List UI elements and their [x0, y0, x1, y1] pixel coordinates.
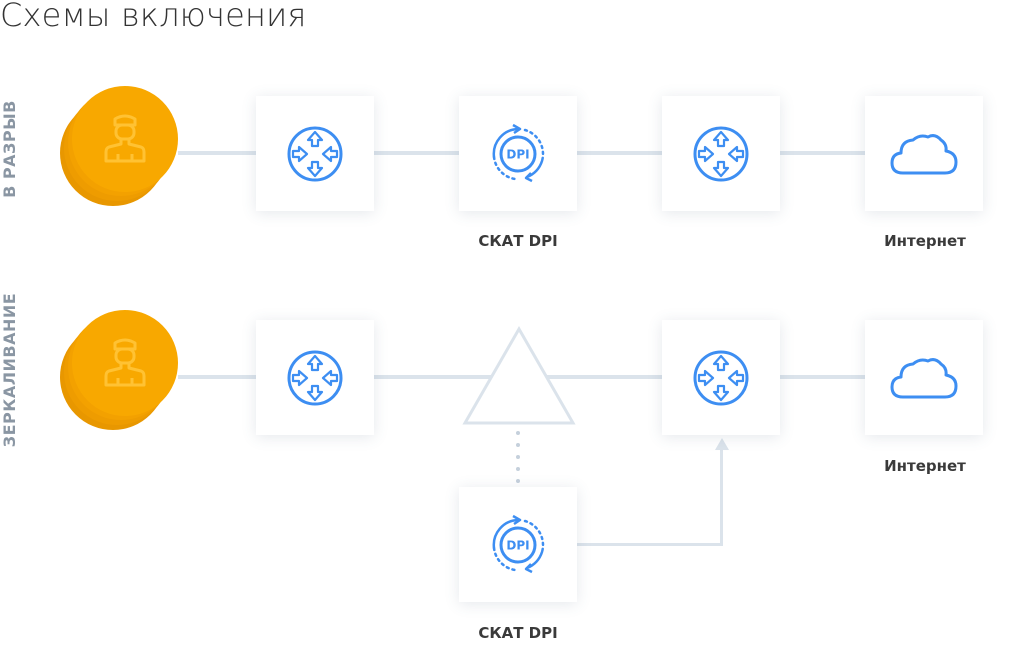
link-return-up-2	[720, 446, 723, 546]
router-icon	[287, 126, 343, 181]
internet-node-1	[865, 96, 983, 211]
user-node-1	[60, 86, 180, 206]
internet-caption-2: Интернет	[884, 457, 966, 475]
cloud-icon	[890, 133, 958, 174]
tap-triangle-icon	[462, 325, 576, 425]
link-user-router-2	[178, 375, 258, 379]
dpi-caption-2: СКАТ DPI	[478, 624, 558, 642]
link-dpi-return-2	[577, 543, 723, 546]
row-label-inline: В РАЗРЫВ	[0, 100, 19, 198]
row-label-mirroring: ЗЕРКАЛИВАНИЕ	[0, 292, 19, 448]
return-arrow-icon	[715, 438, 729, 450]
dpi-icon: DPI	[492, 514, 545, 573]
internet-node-2	[865, 320, 983, 435]
mirror-dotted-link	[516, 431, 520, 483]
page-title: Схемы включения	[0, 0, 307, 34]
dpi-caption-1: СКАТ DPI	[478, 232, 558, 250]
dpi-icon: DPI	[492, 123, 545, 182]
user-icon	[104, 114, 146, 163]
dpi-node-2: DPI	[459, 487, 577, 602]
link-router-internet-1	[780, 151, 866, 155]
router-node-2a	[256, 320, 374, 435]
router-node-1a	[256, 96, 374, 211]
internet-caption-1: Интернет	[884, 232, 966, 250]
user-icon	[104, 338, 146, 387]
dpi-badge-text: DPI	[506, 538, 529, 552]
link-router-internet-2	[780, 375, 866, 379]
router-icon	[693, 126, 749, 181]
cloud-icon	[890, 357, 958, 398]
link-router-dpi-1	[374, 151, 460, 155]
router-node-2b	[662, 320, 780, 435]
router-icon	[693, 350, 749, 405]
dpi-badge-text: DPI	[506, 147, 529, 161]
user-node-2	[60, 310, 180, 430]
dpi-node-1: DPI	[459, 96, 577, 211]
link-dpi-router-1	[577, 151, 663, 155]
router-node-1b	[662, 96, 780, 211]
router-icon	[287, 350, 343, 405]
link-user-router-1	[178, 151, 258, 155]
